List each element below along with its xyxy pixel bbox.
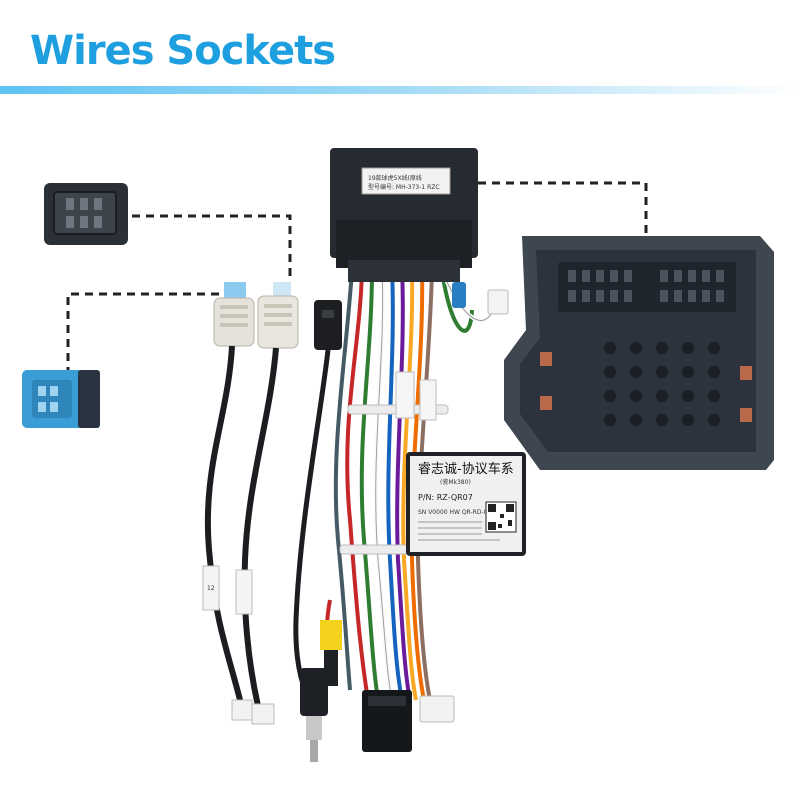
cable-tag-left: 12 xyxy=(207,585,215,592)
small-black-socket xyxy=(44,183,128,245)
page-title: Wires Sockets xyxy=(30,28,336,74)
can-module: 睿志诚-协议车系 (瓷Mk380) P/N: RZ-QR07 SN V0000 … xyxy=(406,452,526,556)
module-sub: (瓷Mk380) xyxy=(440,478,471,486)
module-sn: SN V0000 HW QR-RD-0000 xyxy=(418,509,499,516)
main-connector: 19款球虎5X线(原线 型号编号: MH-373-1 RZC xyxy=(330,148,478,282)
module-pn: P/N: RZ-QR07 xyxy=(418,493,473,502)
wire-bundle xyxy=(333,269,498,701)
blue-wire-tip xyxy=(452,282,466,308)
large-car-socket xyxy=(504,236,774,470)
connector-label-line1: 19款球虎5X线(原线 xyxy=(368,174,422,182)
guide-right xyxy=(478,181,648,240)
white-mini-plug xyxy=(487,289,509,315)
usb-cable-left: 12 xyxy=(202,282,255,721)
connector-label-line2: 型号编号: MH-373-1 RZC xyxy=(368,183,440,191)
title-underline xyxy=(0,86,800,94)
antenna-connector xyxy=(300,668,328,762)
white-plug-bottom xyxy=(419,695,455,723)
module-brand: 睿志诚-协议车系 xyxy=(418,461,514,477)
blue-socket xyxy=(22,370,100,428)
guide-left xyxy=(66,285,237,375)
bottom-harness-plug xyxy=(362,690,412,752)
guide-top-left xyxy=(132,214,292,280)
usb-cable-right xyxy=(235,282,299,725)
